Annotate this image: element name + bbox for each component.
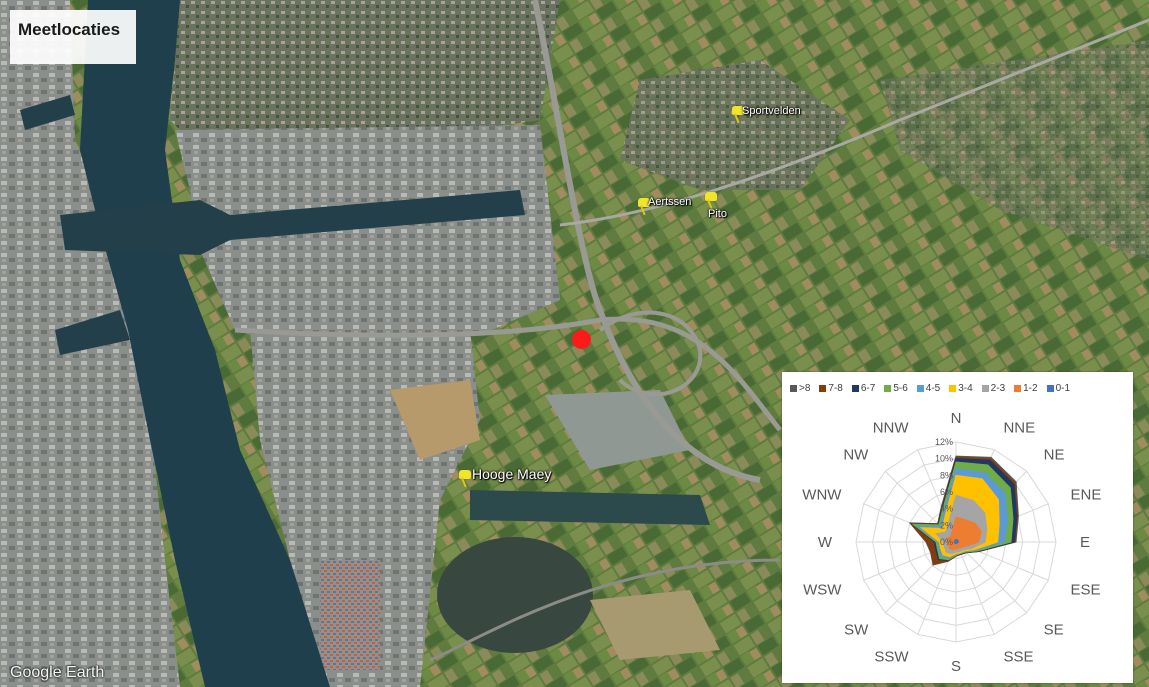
direction-label-ese: ESE: [1071, 581, 1101, 598]
legend-label-8: 0-1: [1055, 382, 1071, 394]
direction-label-w: W: [818, 534, 833, 551]
grid-spoke-sse: [955, 541, 995, 635]
attribution-logo: Google Earth: [10, 664, 105, 681]
radial-tick-label-0: 0%: [940, 537, 953, 547]
legend-label-2: 6-7: [860, 382, 876, 394]
legend-swatch-4: [916, 384, 924, 392]
direction-label-nne: NNE: [1003, 419, 1035, 436]
legend-item-2: 6-7: [851, 382, 876, 394]
legend-swatch-0: [790, 384, 797, 392]
legend-item-8: 0-1: [1046, 382, 1071, 394]
direction-label-nw: NW: [843, 446, 869, 463]
legend-item-3: 5-6: [884, 382, 908, 394]
direction-label-nnw: NNW: [873, 419, 910, 436]
place-label-sportvelden: Sportvelden: [742, 105, 801, 117]
place-label-aertssen: Aertssen: [648, 196, 692, 208]
legend-label-0: >8: [799, 382, 811, 394]
legend-item-6: 2-3: [981, 382, 1006, 394]
legend-swatch-3: [884, 384, 892, 392]
radial-tick-label-2: 4%: [940, 504, 953, 514]
legend-swatch-7: [1014, 384, 1022, 392]
radial-tick-label-1: 2%: [940, 520, 953, 530]
legend-label-5: 3-4: [958, 382, 973, 394]
wind-rose-chart: 0% 2% 4% 6% 8% 10% 12% N NNE NE ENE E ESE SE SSE S SSW SW…: [802, 410, 1102, 675]
legend-item-5: 3-4: [949, 382, 973, 394]
legend-swatch-5: [949, 384, 957, 392]
direction-label-n: N: [951, 410, 962, 427]
legend-swatch-6: [981, 384, 989, 392]
pin-hooge-maey-icon[interactable]: [458, 470, 472, 488]
legend-swatch-1: [819, 384, 827, 392]
legend-label-1: 7-8: [828, 382, 843, 394]
place-label-hooge-maey: Hooge Maey: [472, 466, 552, 482]
direction-label-e: E: [1080, 534, 1090, 551]
pin-pito-icon[interactable]: [704, 192, 718, 210]
legend-item-1: 7-8: [819, 382, 843, 394]
map-title: Meetlocaties: [10, 10, 136, 64]
legend-item-4: 4-5: [916, 382, 941, 394]
radial-tick-label-6: 12%: [935, 437, 953, 447]
radial-tick-label-4: 8%: [940, 470, 953, 480]
pin-sportvelden-icon[interactable]: [731, 106, 745, 124]
legend-label-3: 5-6: [893, 382, 908, 394]
direction-label-wnw: WNW: [802, 487, 842, 504]
direction-label-sw: SW: [844, 622, 869, 639]
legend-swatch-8: [1046, 384, 1054, 392]
direction-label-ne: NE: [1044, 446, 1065, 463]
radial-tick-label-3: 6%: [940, 487, 953, 497]
wind-rose-panel: >8 7-8 6-7 5-6 4-5 3-4 2-3 1-2 0-1 0% 2% 4% 6% 8% 10%…: [782, 372, 1133, 683]
direction-label-ssw: SSW: [874, 649, 909, 666]
legend-label-6: 2-3: [990, 382, 1006, 394]
legend-item-7: 1-2: [1014, 382, 1038, 394]
direction-label-ene: ENE: [1071, 487, 1102, 504]
direction-label-se: SE: [1044, 622, 1064, 639]
pin-aertssen-icon[interactable]: [637, 198, 651, 216]
legend-swatch-2: [851, 384, 859, 392]
wind-rose-legend: >8 7-8 6-7 5-6 4-5 3-4 2-3 1-2 0-1: [790, 380, 1130, 396]
direction-label-wsw: WSW: [803, 581, 842, 598]
legend-item-0: >8: [790, 383, 810, 394]
legend-label-4: 4-5: [925, 382, 941, 394]
place-label-pito: Pito: [708, 208, 727, 220]
radial-tick-label-5: 10%: [935, 454, 953, 464]
monitoring-site-marker[interactable]: [572, 330, 591, 349]
direction-label-sse: SSE: [1003, 649, 1033, 666]
direction-label-s: S: [951, 658, 961, 675]
legend-label-7: 1-2: [1023, 382, 1038, 394]
grid-spoke-se: [955, 541, 1028, 614]
series-area-8: [953, 538, 960, 545]
